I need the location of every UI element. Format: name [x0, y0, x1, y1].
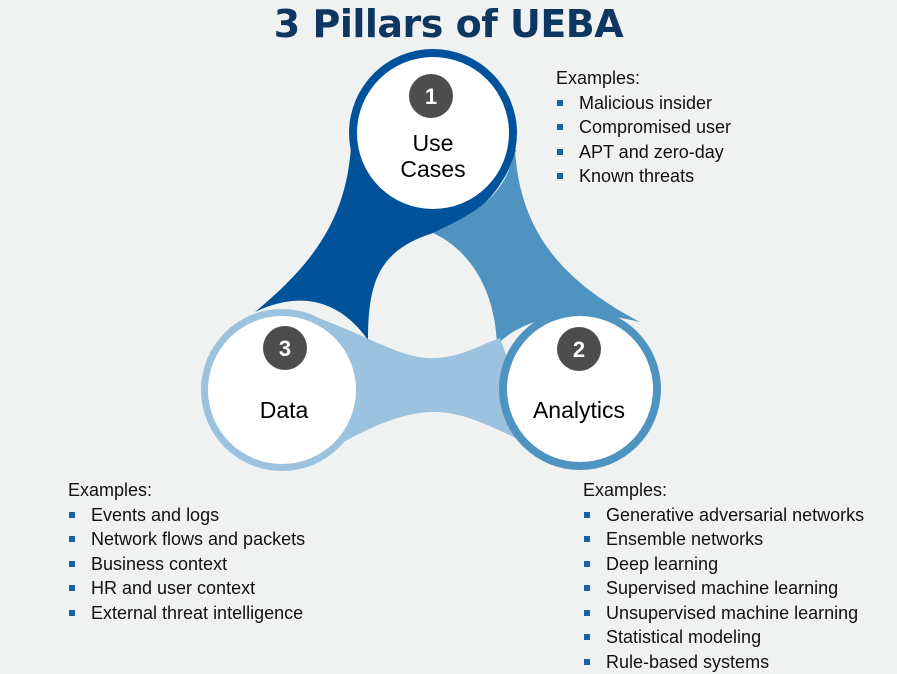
- bullet-icon: [584, 561, 590, 567]
- list-item-text: HR and user context: [91, 578, 255, 598]
- use-cases-examples-list: Malicious insider Compromised user APT a…: [556, 91, 731, 189]
- list-item: Ensemble networks: [583, 527, 864, 552]
- list-item-text: Generative adversarial networks: [606, 505, 864, 525]
- badge-1-number: 1: [425, 84, 437, 109]
- list-item: Generative adversarial networks: [583, 503, 864, 528]
- data-examples: Examples: Events and logs Network flows …: [68, 478, 305, 625]
- bullet-icon: [69, 536, 75, 542]
- analytics-examples: Examples: Generative adversarial network…: [583, 478, 864, 674]
- bullet-icon: [69, 561, 75, 567]
- list-item: Malicious insider: [556, 91, 731, 116]
- data-examples-list: Events and logs Network flows and packet…: [68, 503, 305, 626]
- pillar-use-cases: 1 Use Cases: [349, 49, 517, 217]
- list-item: Known threats: [556, 164, 731, 189]
- list-item: Events and logs: [68, 503, 305, 528]
- list-item-text: Business context: [91, 554, 227, 574]
- bullet-icon: [584, 536, 590, 542]
- list-item-text: Network flows and packets: [91, 529, 305, 549]
- list-item-text: External threat intelligence: [91, 603, 303, 623]
- bullet-icon: [584, 610, 590, 616]
- pillar-analytics: 2 Analytics: [499, 308, 661, 470]
- list-item-text: Supervised machine learning: [606, 578, 838, 598]
- list-item: Supervised machine learning: [583, 576, 864, 601]
- list-item: Rule-based systems: [583, 650, 864, 674]
- list-item: Statistical modeling: [583, 625, 864, 650]
- bullet-icon: [584, 512, 590, 518]
- badge-3-number: 3: [279, 336, 291, 361]
- list-item: APT and zero-day: [556, 140, 731, 165]
- use-cases-examples: Examples: Malicious insider Compromised …: [556, 66, 731, 189]
- data-examples-header: Examples:: [68, 478, 305, 503]
- bullet-icon: [584, 585, 590, 591]
- list-item-text: Rule-based systems: [606, 652, 769, 672]
- analytics-examples-header: Examples:: [583, 478, 864, 503]
- use-cases-label-line2: Cases: [400, 156, 465, 182]
- data-label: Data: [260, 397, 309, 423]
- bullet-icon: [557, 173, 563, 179]
- list-item-text: Deep learning: [606, 554, 718, 574]
- list-item-text: Unsupervised machine learning: [606, 603, 858, 623]
- bullet-icon: [557, 124, 563, 130]
- list-item-text: APT and zero-day: [579, 142, 724, 162]
- bullet-icon: [69, 512, 75, 518]
- list-item: External threat intelligence: [68, 601, 305, 626]
- analytics-examples-list: Generative adversarial networks Ensemble…: [583, 503, 864, 674]
- list-item-text: Ensemble networks: [606, 529, 763, 549]
- pillar-data: 3 Data: [201, 309, 363, 471]
- list-item: Network flows and packets: [68, 527, 305, 552]
- bullet-icon: [584, 634, 590, 640]
- bullet-icon: [557, 149, 563, 155]
- use-cases-label-line1: Use: [413, 130, 454, 156]
- list-item: Compromised user: [556, 115, 731, 140]
- bullet-icon: [69, 610, 75, 616]
- list-item-text: Known threats: [579, 166, 694, 186]
- list-item: HR and user context: [68, 576, 305, 601]
- list-item-text: Compromised user: [579, 117, 731, 137]
- list-item-text: Statistical modeling: [606, 627, 761, 647]
- analytics-label: Analytics: [533, 397, 625, 423]
- list-item: Deep learning: [583, 552, 864, 577]
- bullet-icon: [584, 659, 590, 665]
- list-item-text: Events and logs: [91, 505, 219, 525]
- use-cases-examples-header: Examples:: [556, 66, 731, 91]
- bullet-icon: [69, 585, 75, 591]
- list-item-text: Malicious insider: [579, 93, 712, 113]
- badge-2-number: 2: [573, 337, 585, 362]
- list-item: Unsupervised machine learning: [583, 601, 864, 626]
- bullet-icon: [557, 100, 563, 106]
- list-item: Business context: [68, 552, 305, 577]
